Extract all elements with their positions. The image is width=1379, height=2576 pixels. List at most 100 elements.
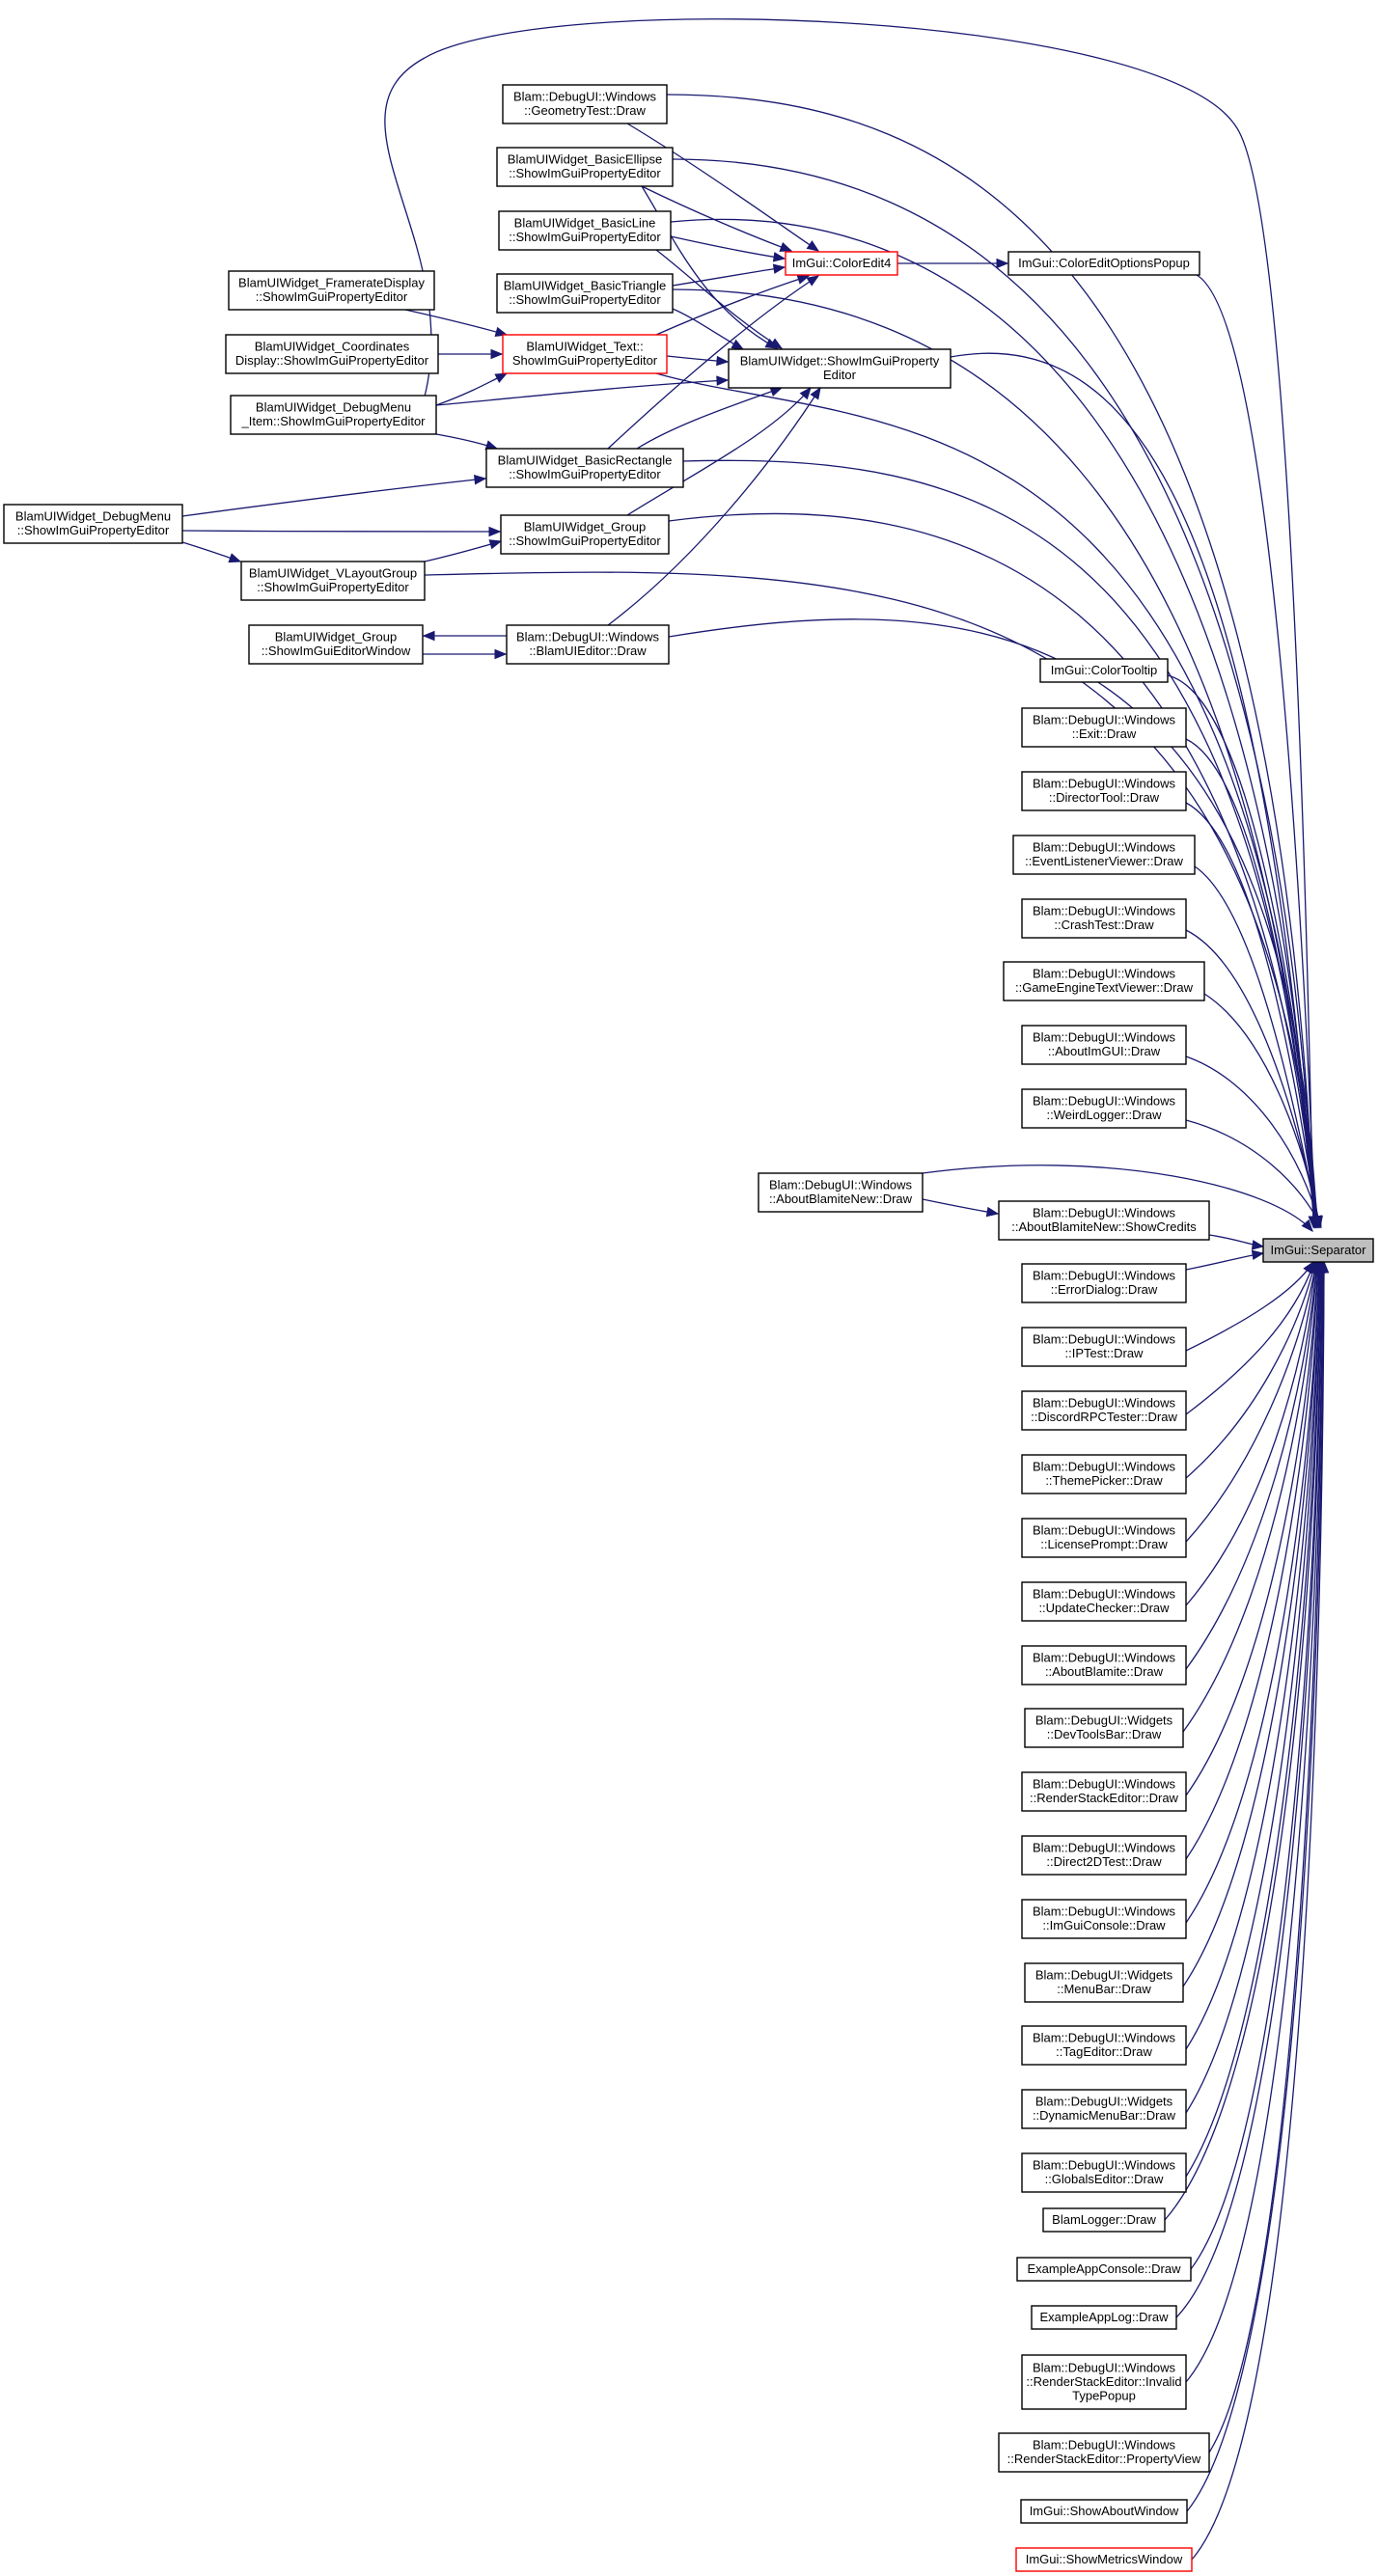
node-box[interactable] <box>728 348 952 389</box>
node-exit[interactable]: Blam::DebugUI::Windows::Exit::Draw <box>1021 707 1187 748</box>
node-box[interactable] <box>1039 658 1169 683</box>
node-box[interactable] <box>502 84 668 124</box>
node-box[interactable] <box>496 273 674 314</box>
node-box[interactable] <box>1021 2025 1187 2066</box>
node-box[interactable] <box>1020 2499 1188 2524</box>
node-box[interactable] <box>502 334 668 374</box>
node-box[interactable] <box>3 504 183 544</box>
node-box[interactable] <box>228 270 435 311</box>
node-menubar[interactable]: Blam::DebugUI::Widgets::MenuBar::Draw <box>1024 1962 1184 2003</box>
node-evlisten[interactable]: Blam::DebugUI::Windows::EventListenerVie… <box>1012 835 1196 875</box>
node-box[interactable] <box>1021 1327 1187 1367</box>
node-box[interactable] <box>1021 707 1187 748</box>
node-box[interactable] <box>1021 1454 1187 1494</box>
node-logger[interactable]: BlamLogger::Draw <box>1042 2207 1166 2233</box>
node-theme[interactable]: Blam::DebugUI::Windows::ThemePicker::Dra… <box>1021 1454 1187 1494</box>
node-tageditor[interactable]: Blam::DebugUI::Windows::TagEditor::Draw <box>1021 2025 1187 2066</box>
node-box[interactable] <box>1021 1899 1187 1939</box>
node-box[interactable] <box>1031 2305 1177 2330</box>
node-box[interactable] <box>1024 1962 1184 2003</box>
node-coords[interactable]: BlamUIWidget_CoordinatesDisplay::ShowImG… <box>225 334 439 374</box>
node-box[interactable] <box>225 334 439 374</box>
node-box[interactable] <box>1021 1835 1187 1876</box>
node-rect[interactable]: BlamUIWidget_BasicRectangle::ShowImGuiPr… <box>485 448 684 488</box>
node-box[interactable] <box>1021 1645 1187 1685</box>
node-box[interactable] <box>240 561 426 601</box>
node-box[interactable] <box>485 448 684 488</box>
node-aboutimgui[interactable]: Blam::DebugUI::Windows::AboutImGUI::Draw <box>1021 1025 1187 1065</box>
node-coloredit4[interactable]: ImGui::ColorEdit4 <box>785 251 898 276</box>
node-devtools[interactable]: Blam::DebugUI::Widgets::DevToolsBar::Dra… <box>1024 1708 1184 1748</box>
node-box[interactable] <box>1021 1518 1187 1558</box>
node-dynmenu[interactable]: Blam::DebugUI::Widgets::DynamicMenuBar::… <box>1021 2089 1187 2129</box>
node-box[interactable] <box>1021 1025 1187 1065</box>
node-showmetrics[interactable]: ImGui::ShowMetricsWindow <box>1015 2547 1193 2572</box>
node-vlayout[interactable]: BlamUIWidget_VLayoutGroup::ShowImGuiProp… <box>240 561 426 601</box>
node-eac[interactable]: ExampleAppConsole::Draw <box>1016 2257 1192 2282</box>
node-box[interactable] <box>1021 1771 1187 1812</box>
node-box[interactable] <box>1021 1390 1187 1431</box>
node-box[interactable] <box>998 1200 1210 1241</box>
node-groupwin[interactable]: BlamUIWidget_Group::ShowImGuiEditorWindo… <box>248 624 424 665</box>
node-console[interactable]: Blam::DebugUI::Windows::ImGuiConsole::Dr… <box>1021 1899 1187 1939</box>
node-group[interactable]: BlamUIWidget_Group::ShowImGuiPropertyEdi… <box>500 514 670 555</box>
node-propview[interactable]: Blam::DebugUI::Windows::RenderStackEdito… <box>998 2432 1210 2473</box>
node-box[interactable] <box>1024 1708 1184 1748</box>
node-crash[interactable]: Blam::DebugUI::Windows::CrashTest::Draw <box>1021 898 1187 939</box>
node-triangle[interactable]: BlamUIWidget_BasicTriangle::ShowImGuiPro… <box>496 273 674 314</box>
node-globals[interactable]: Blam::DebugUI::Windows::GlobalsEditor::D… <box>1021 2152 1187 2193</box>
node-box[interactable] <box>1021 1263 1187 1303</box>
node-box[interactable] <box>1021 2152 1187 2193</box>
node-rstack[interactable]: Blam::DebugUI::Windows::RenderStackEdito… <box>1021 1771 1187 1812</box>
node-box[interactable] <box>1007 251 1200 276</box>
node-box[interactable] <box>248 624 424 665</box>
node-box[interactable] <box>498 210 672 251</box>
node-box[interactable] <box>1015 2547 1193 2572</box>
node-box[interactable] <box>1042 2207 1166 2233</box>
node-weird[interactable]: Blam::DebugUI::Windows::WeirdLogger::Dra… <box>1021 1088 1187 1129</box>
node-coloropts[interactable]: ImGui::ColorEditOptionsPopup <box>1007 251 1200 276</box>
node-showabout[interactable]: ImGui::ShowAboutWindow <box>1020 2499 1188 2524</box>
node-box[interactable] <box>1016 2257 1192 2282</box>
node-dbgmenu[interactable]: BlamUIWidget_DebugMenu::ShowImGuiPropert… <box>3 504 183 544</box>
node-showprop[interactable]: BlamUIWidget::ShowImGuiPropertyEditor <box>728 348 952 389</box>
node-box[interactable] <box>1021 1581 1187 1622</box>
node-box[interactable] <box>785 251 898 276</box>
node-getext[interactable]: Blam::DebugUI::Windows::GameEngineTextVi… <box>1003 961 1205 1001</box>
node-box[interactable] <box>1021 2089 1187 2129</box>
node-director[interactable]: Blam::DebugUI::Windows::DirectorTool::Dr… <box>1021 771 1187 811</box>
node-errdlg[interactable]: Blam::DebugUI::Windows::ErrorDialog::Dra… <box>1021 1263 1187 1303</box>
node-box[interactable] <box>500 514 670 555</box>
node-text[interactable]: BlamUIWidget_Text::ShowImGuiPropertyEdit… <box>502 334 668 374</box>
node-box[interactable] <box>1021 898 1187 939</box>
node-fps[interactable]: BlamUIWidget_FramerateDisplay::ShowImGui… <box>228 270 435 311</box>
node-box[interactable] <box>998 2432 1210 2473</box>
node-credits[interactable]: Blam::DebugUI::Windows::AboutBlamiteNew:… <box>998 1200 1210 1241</box>
node-box[interactable] <box>1262 1238 1374 1263</box>
node-box[interactable] <box>1012 835 1196 875</box>
node-box[interactable] <box>1021 1088 1187 1129</box>
node-box[interactable] <box>1003 961 1205 1001</box>
node-box[interactable] <box>1021 771 1187 811</box>
node-ellipse[interactable]: BlamUIWidget_BasicEllipse::ShowImGuiProp… <box>496 147 674 187</box>
node-line[interactable]: BlamUIWidget_BasicLine::ShowImGuiPropert… <box>498 210 672 251</box>
node-uieditor[interactable]: Blam::DebugUI::Windows::BlamUIEditor::Dr… <box>506 624 670 665</box>
node-box[interactable] <box>230 395 437 435</box>
node-box[interactable] <box>758 1172 924 1213</box>
node-d2d[interactable]: Blam::DebugUI::Windows::Direct2DTest::Dr… <box>1021 1835 1187 1876</box>
node-eal[interactable]: ExampleAppLog::Draw <box>1031 2305 1177 2330</box>
node-tooltip[interactable]: ImGui::ColorTooltip <box>1039 658 1169 683</box>
node-update[interactable]: Blam::DebugUI::Windows::UpdateChecker::D… <box>1021 1581 1187 1622</box>
node-box[interactable] <box>506 624 670 665</box>
node-box[interactable] <box>496 147 674 187</box>
node-sep[interactable]: ImGui::Separator <box>1262 1238 1374 1263</box>
node-license[interactable]: Blam::DebugUI::Windows::LicensePrompt::D… <box>1021 1518 1187 1558</box>
node-box[interactable] <box>1021 2354 1187 2410</box>
node-discord[interactable]: Blam::DebugUI::Windows::DiscordRPCTester… <box>1021 1390 1187 1431</box>
node-iptest[interactable]: Blam::DebugUI::Windows::IPTest::Draw <box>1021 1327 1187 1367</box>
node-geom[interactable]: Blam::DebugUI::Windows::GeometryTest::Dr… <box>502 84 668 124</box>
node-invalid[interactable]: Blam::DebugUI::Windows::RenderStackEdito… <box>1021 2354 1187 2410</box>
node-dbgitem[interactable]: BlamUIWidget_DebugMenu_Item::ShowImGuiPr… <box>230 395 437 435</box>
node-aboutbl[interactable]: Blam::DebugUI::Windows::AboutBlamite::Dr… <box>1021 1645 1187 1685</box>
node-abnew[interactable]: Blam::DebugUI::Windows::AboutBlamiteNew:… <box>758 1172 924 1213</box>
